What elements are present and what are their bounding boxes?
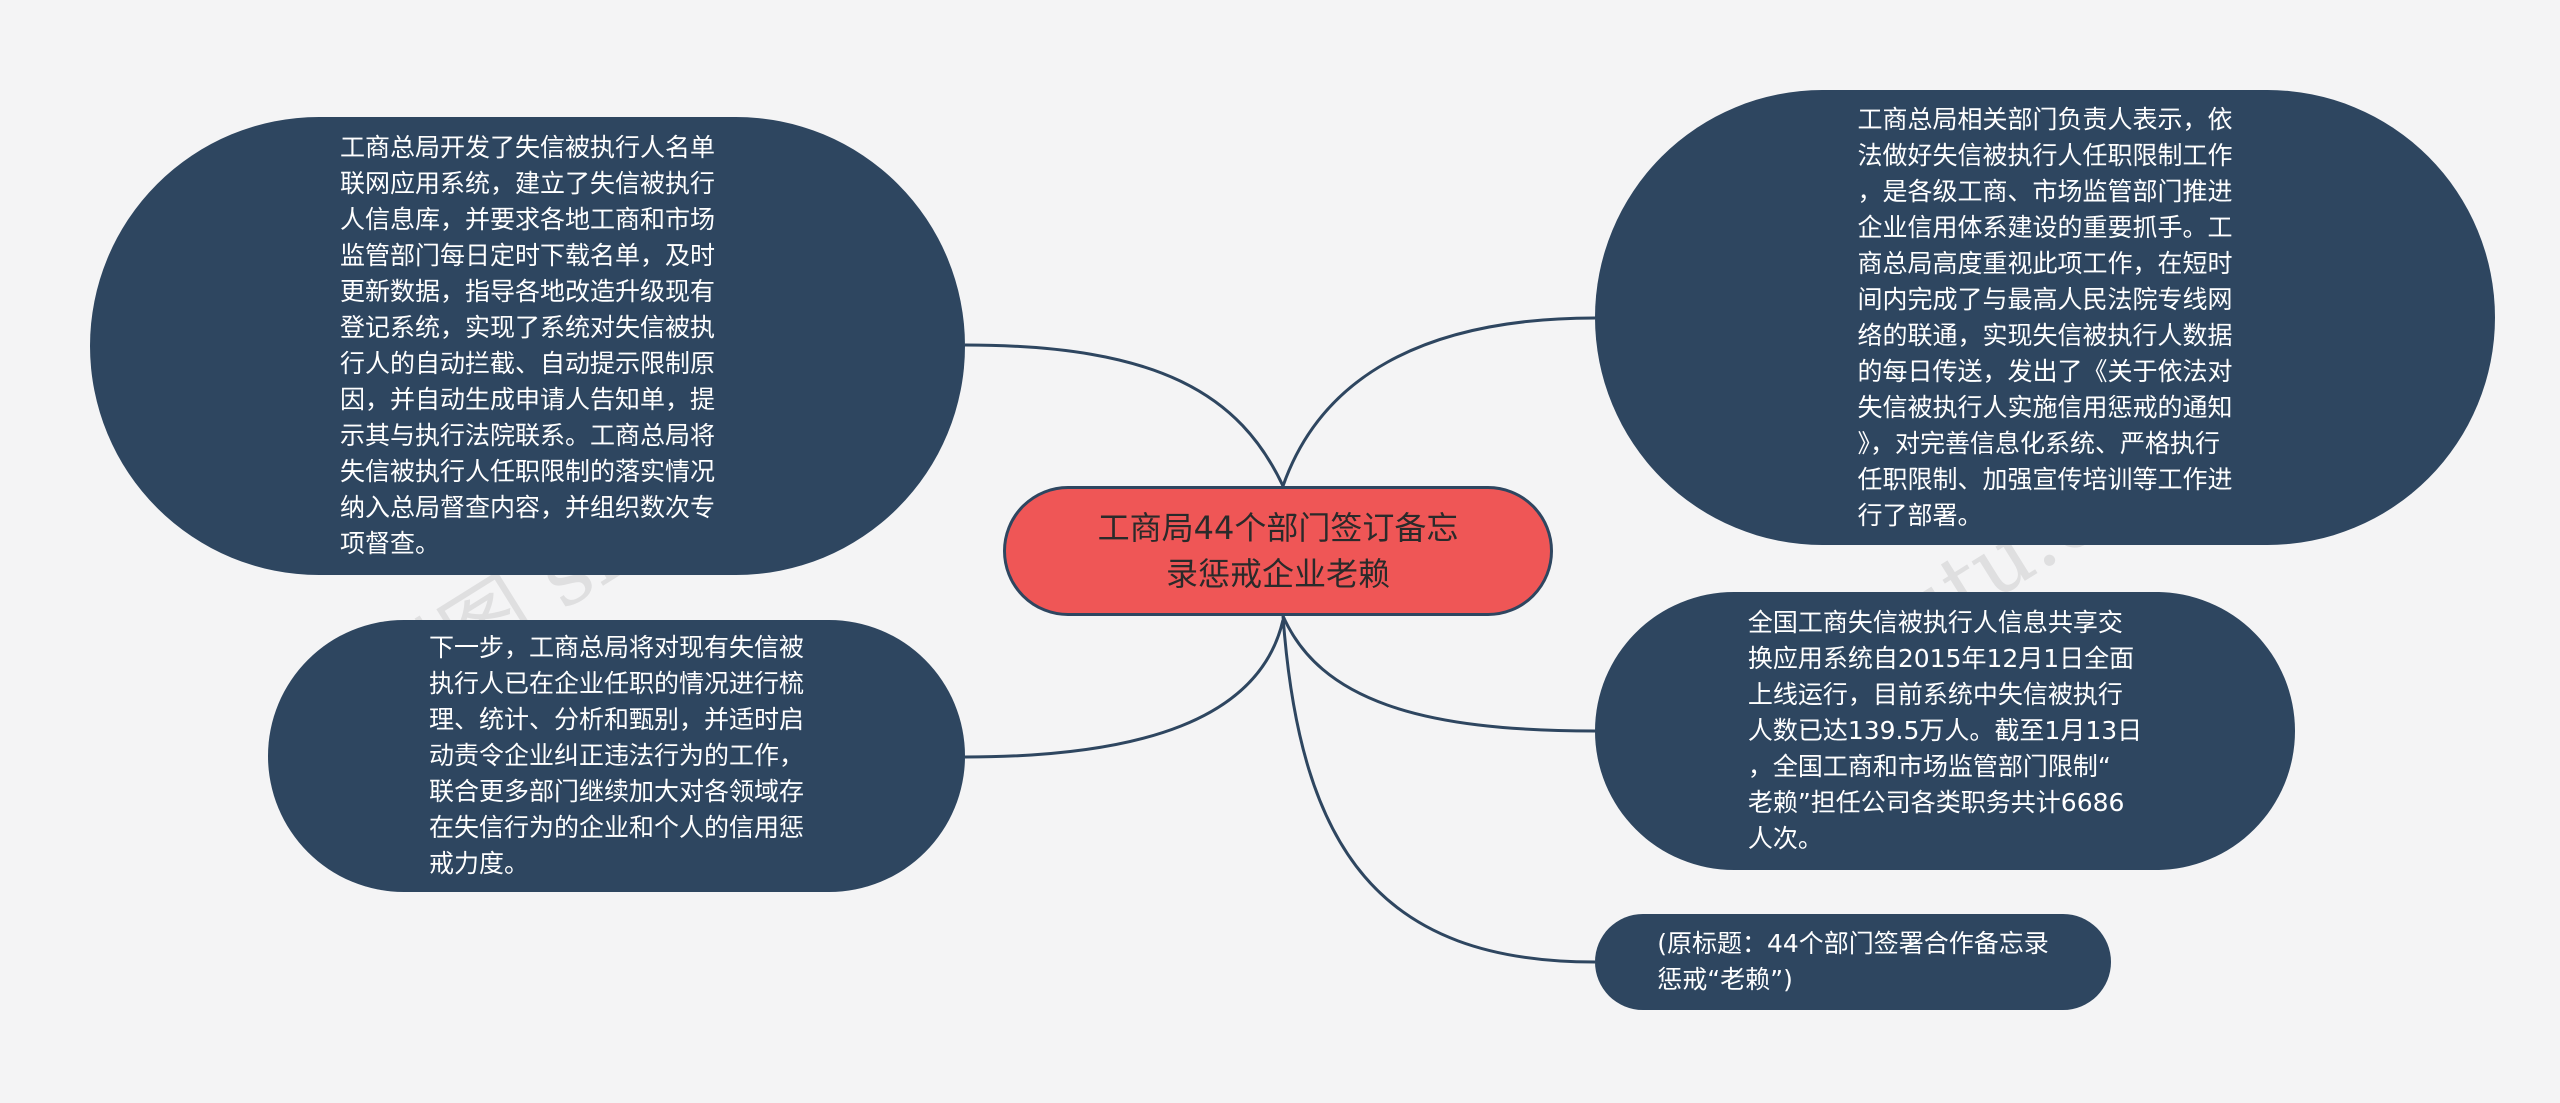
connector-right-bottom [1281,615,1596,964]
topic-text: 全国工商失信被执行人信息共享交 换应用系统自2015年12月1日全面 上线运行，… [1747,608,2143,853]
topic-text: 下一步，工商总局将对现有失信被 执行人已在企业任职的情况进行梳 理、统计、分析和… [428,633,804,878]
central-topic-text: 工商局44个部门签订备忘 录惩戒企业老赖 [1097,509,1459,593]
topic-text: (原标题：44个部门签署合作备忘录 惩戒“老赖”) [1657,929,2049,994]
connector-right-middle [1281,615,1596,733]
connector-left-top [964,343,1285,487]
connector-left-bottom [964,619,1285,759]
topic-node-left-top[interactable]: 工商总局开发了失信被执行人名单 联网应用系统，建立了失信被执行 人信息库，并要求… [90,117,965,575]
topic-node-right-middle[interactable]: 全国工商失信被执行人信息共享交 换应用系统自2015年12月1日全面 上线运行，… [1595,592,2295,870]
topic-text: 工商总局开发了失信被执行人名单 联网应用系统，建立了失信被执行 人信息库，并要求… [339,133,715,558]
topic-node-left-bottom[interactable]: 下一步，工商总局将对现有失信被 执行人已在企业任职的情况进行梳 理、统计、分析和… [268,620,965,892]
topic-node-right-top[interactable]: 工商总局相关部门负责人表示，依 法做好失信被执行人任职限制工作 ，是各级工商、市… [1595,90,2495,545]
topic-node-right-bottom[interactable]: (原标题：44个部门签署合作备忘录 惩戒“老赖”) [1595,914,2111,1010]
connector-right-top [1281,316,1596,487]
central-topic[interactable]: 工商局44个部门签订备忘 录惩戒企业老赖 [1003,486,1553,616]
topic-text: 工商总局相关部门负责人表示，依 法做好失信被执行人任职限制工作 ，是各级工商、市… [1857,104,2233,530]
